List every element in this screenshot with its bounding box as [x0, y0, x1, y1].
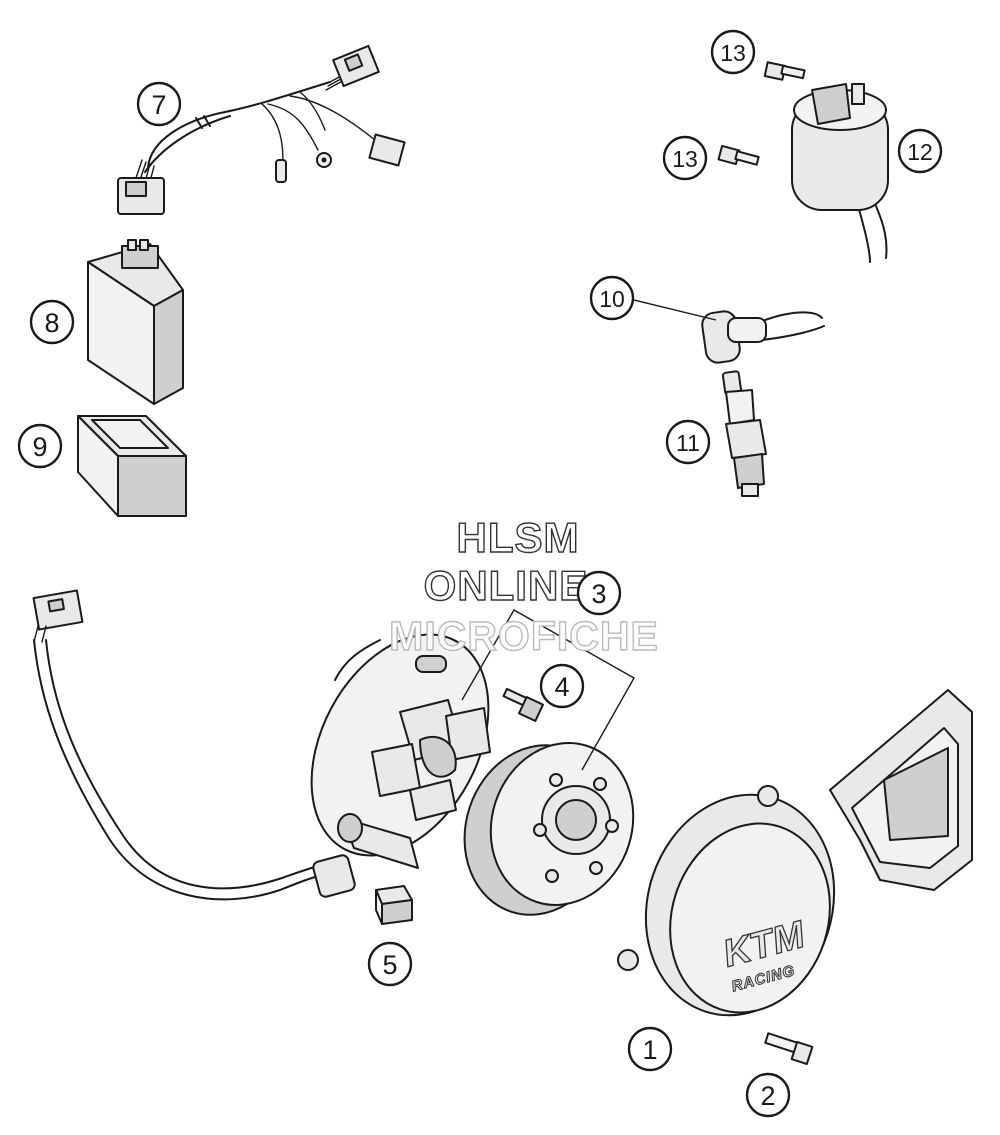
callout-3: 3 [576, 570, 622, 616]
callout-3-label: 3 [591, 579, 606, 609]
callout-11-label: 11 [676, 430, 700, 456]
callout-7-label: 7 [151, 90, 166, 120]
callout-7: 7 [136, 81, 182, 127]
callout-12: 12 [897, 128, 943, 174]
callout-13-lower: 13 [662, 135, 708, 181]
leader-10 [633, 299, 717, 321]
cdi-rubber-holder [77, 415, 187, 517]
callout-10-label: 10 [599, 286, 625, 312]
callout-9: 9 [17, 423, 63, 469]
callout-5: 5 [367, 941, 413, 987]
coil-screw-upper [763, 61, 806, 81]
group-bracket [461, 609, 635, 771]
callout-10: 10 [589, 275, 635, 321]
watermark-line2: ONLINE [424, 562, 589, 609]
stator-plate [310, 633, 491, 869]
callout-11: 11 [665, 419, 711, 465]
stator-cable [32, 589, 356, 901]
callout-1: 1 [627, 1026, 673, 1072]
wiring-harness [117, 44, 406, 215]
coil-screw-lower [717, 144, 760, 166]
callout-8: 8 [29, 299, 75, 345]
stator-screw [502, 687, 544, 722]
callout-9-label: 9 [32, 432, 47, 462]
callout-1-label: 1 [642, 1035, 657, 1065]
callout-2-label: 2 [760, 1081, 775, 1111]
watermark: HLSM ONLINE MICROFICHE [388, 513, 659, 659]
callout-12-label: 12 [907, 139, 933, 165]
stator-pad [375, 885, 413, 925]
rotor-flywheel [463, 742, 635, 916]
callout-2: 2 [745, 1072, 791, 1118]
callout-13-upper: 13 [710, 29, 756, 75]
ignition-cover: KTM RACING [617, 689, 973, 1017]
callout-5-label: 5 [382, 950, 397, 980]
callout-4-label: 4 [554, 672, 569, 702]
callout-13-upper-label: 13 [720, 40, 746, 66]
spark-plug [721, 370, 767, 497]
callout-4: 4 [539, 663, 585, 709]
cdi-unit [87, 239, 184, 405]
spark-plug-cap [701, 310, 825, 364]
watermark-line1: HLSM [457, 514, 580, 561]
callout-13-lower-label: 13 [672, 146, 698, 172]
ignition-coil [791, 83, 889, 263]
callout-8-label: 8 [44, 308, 59, 338]
cover-screw [764, 1032, 814, 1066]
watermark-line3: MICROFICHE [389, 613, 659, 659]
